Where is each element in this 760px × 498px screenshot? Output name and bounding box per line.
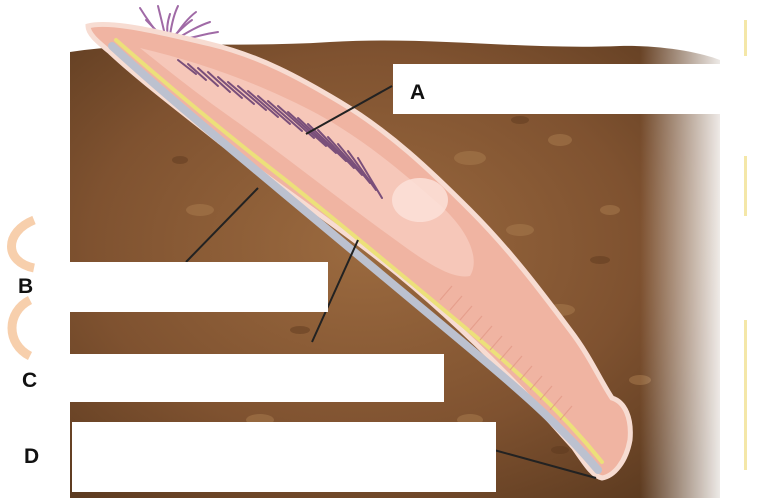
label-c: C (22, 370, 37, 391)
blank-box-d (72, 422, 496, 492)
watermark-arc-bottom (12, 300, 30, 356)
edge-rule (744, 20, 747, 56)
label-b: B (18, 276, 33, 297)
watermark-arc-top (12, 220, 35, 268)
edge-rule (744, 156, 747, 216)
blank-box-c (62, 354, 444, 402)
edge-rule (744, 320, 747, 470)
atriopore-bulge (392, 178, 448, 222)
label-a: A (410, 82, 425, 103)
label-d: D (24, 446, 39, 467)
blank-box-a (393, 64, 731, 114)
blank-box-b (62, 262, 328, 312)
